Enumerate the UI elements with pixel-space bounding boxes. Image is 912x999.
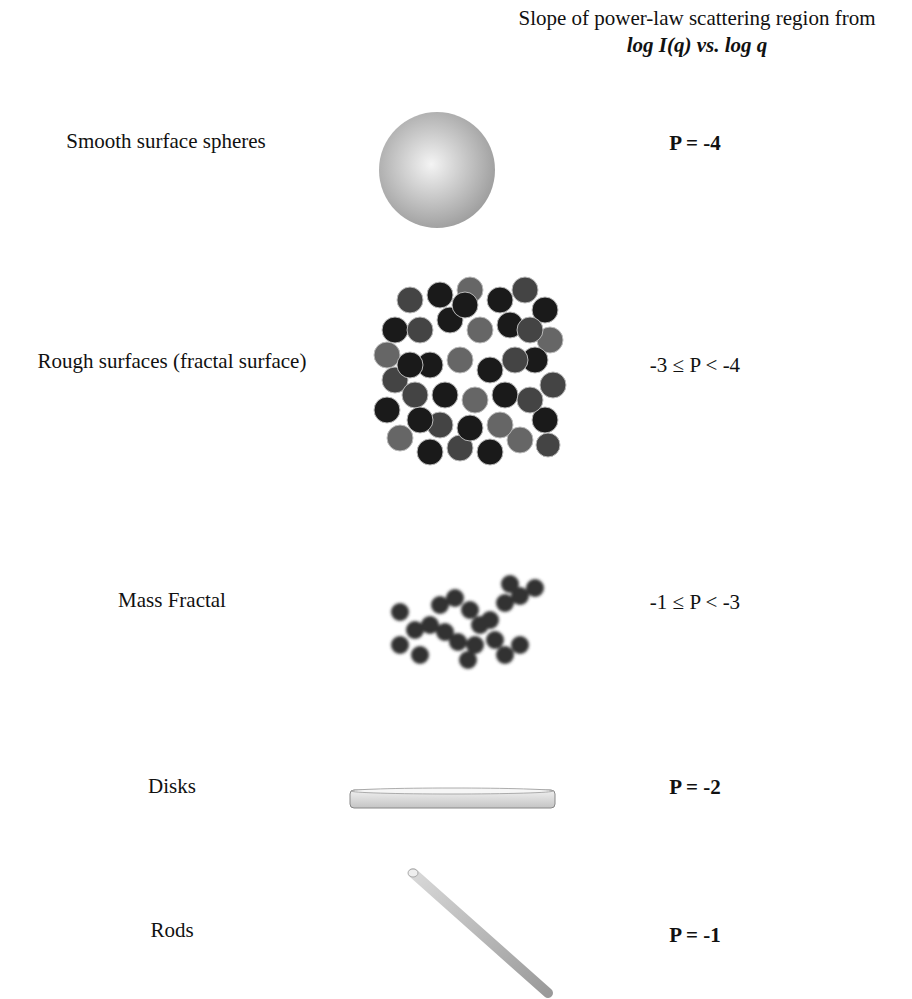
slope-value: -1 ≤ P < -3 [650, 590, 740, 615]
mass-fractal [391, 575, 544, 669]
disk [350, 788, 555, 808]
slope-value: P = -1 [669, 923, 721, 948]
rod [408, 869, 548, 993]
slope-value: -3 ≤ P < -4 [650, 353, 740, 378]
rough-cluster [374, 277, 566, 465]
shape-name: Rods [150, 918, 193, 943]
slope-value: P = -2 [669, 775, 721, 800]
shape-name: Rough surfaces (fractal surface) [38, 349, 307, 374]
column-header: log I(q) vs. log q [627, 33, 768, 58]
column-header: Slope of power-law scattering region fro… [518, 6, 875, 31]
shape-name: Smooth surface spheres [66, 129, 265, 154]
shape-name: Disks [148, 774, 196, 799]
shape-name: Mass Fractal [118, 588, 226, 613]
sphere [379, 112, 495, 228]
slope-value: P = -4 [669, 131, 721, 156]
